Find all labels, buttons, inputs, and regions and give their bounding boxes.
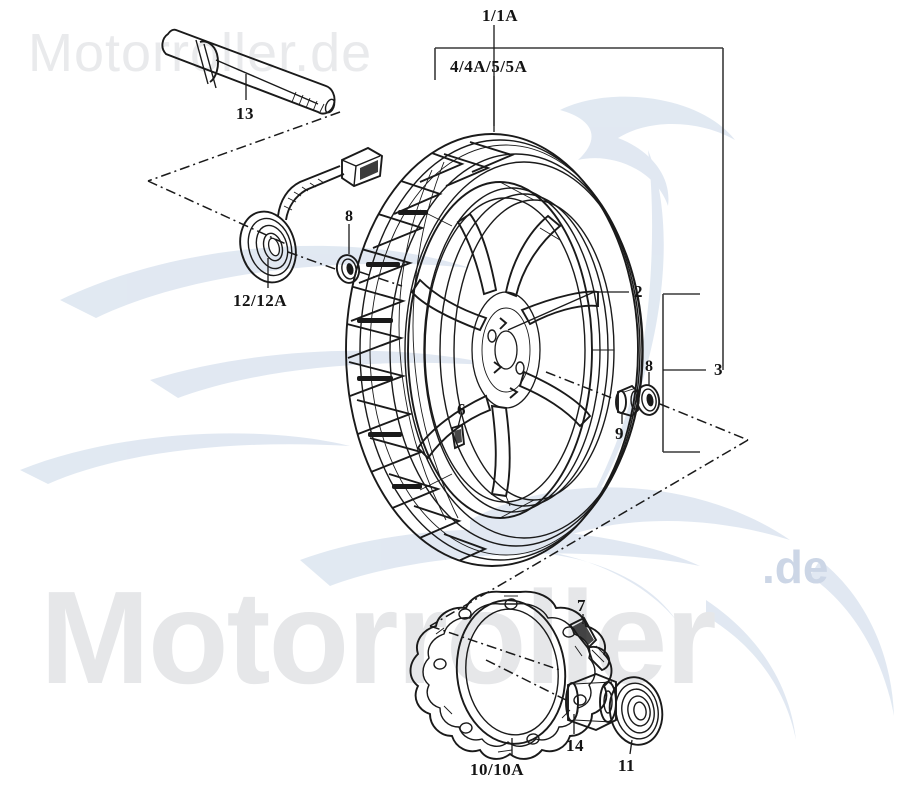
distance-sleeve — [565, 672, 617, 732]
callout-11: 11 — [618, 756, 636, 775]
wheel-spokes — [410, 212, 599, 498]
brake-disc — [409, 590, 613, 760]
callout-6: 6 — [457, 400, 466, 419]
callout-8-right: 8 — [645, 358, 654, 375]
disc-bolt — [568, 616, 611, 672]
callout-2: 2 — [634, 282, 643, 301]
leader-lines — [245, 74, 650, 756]
callout-3: 3 — [714, 360, 723, 379]
bracket-top — [434, 25, 724, 366]
front-axle — [161, 28, 336, 115]
callout-8-left: 8 — [345, 208, 354, 225]
wheel-bearing-right — [635, 384, 661, 416]
wheel-rim — [407, 181, 615, 519]
callout-7: 7 — [577, 596, 586, 615]
tire — [345, 133, 644, 567]
callout-13: 13 — [236, 104, 254, 123]
callout-9: 9 — [615, 424, 624, 443]
wheel-bearing-left — [335, 254, 361, 284]
callout-14: 14 — [566, 736, 584, 755]
bracket-3 — [662, 293, 724, 453]
assembly-axis-lines — [147, 111, 749, 701]
collar-spacer — [615, 384, 640, 418]
wheel-hub — [471, 291, 541, 409]
callout-12-12a: 12/12A — [233, 291, 287, 310]
callout-10-10a: 10/10A — [470, 760, 524, 779]
oil-seal — [608, 676, 664, 746]
callout-4-4a-5-5a: 4/4A/5/5A — [450, 57, 528, 76]
speedometer-drive — [239, 146, 384, 284]
callout-1-1a: 1/1A — [482, 6, 518, 25]
